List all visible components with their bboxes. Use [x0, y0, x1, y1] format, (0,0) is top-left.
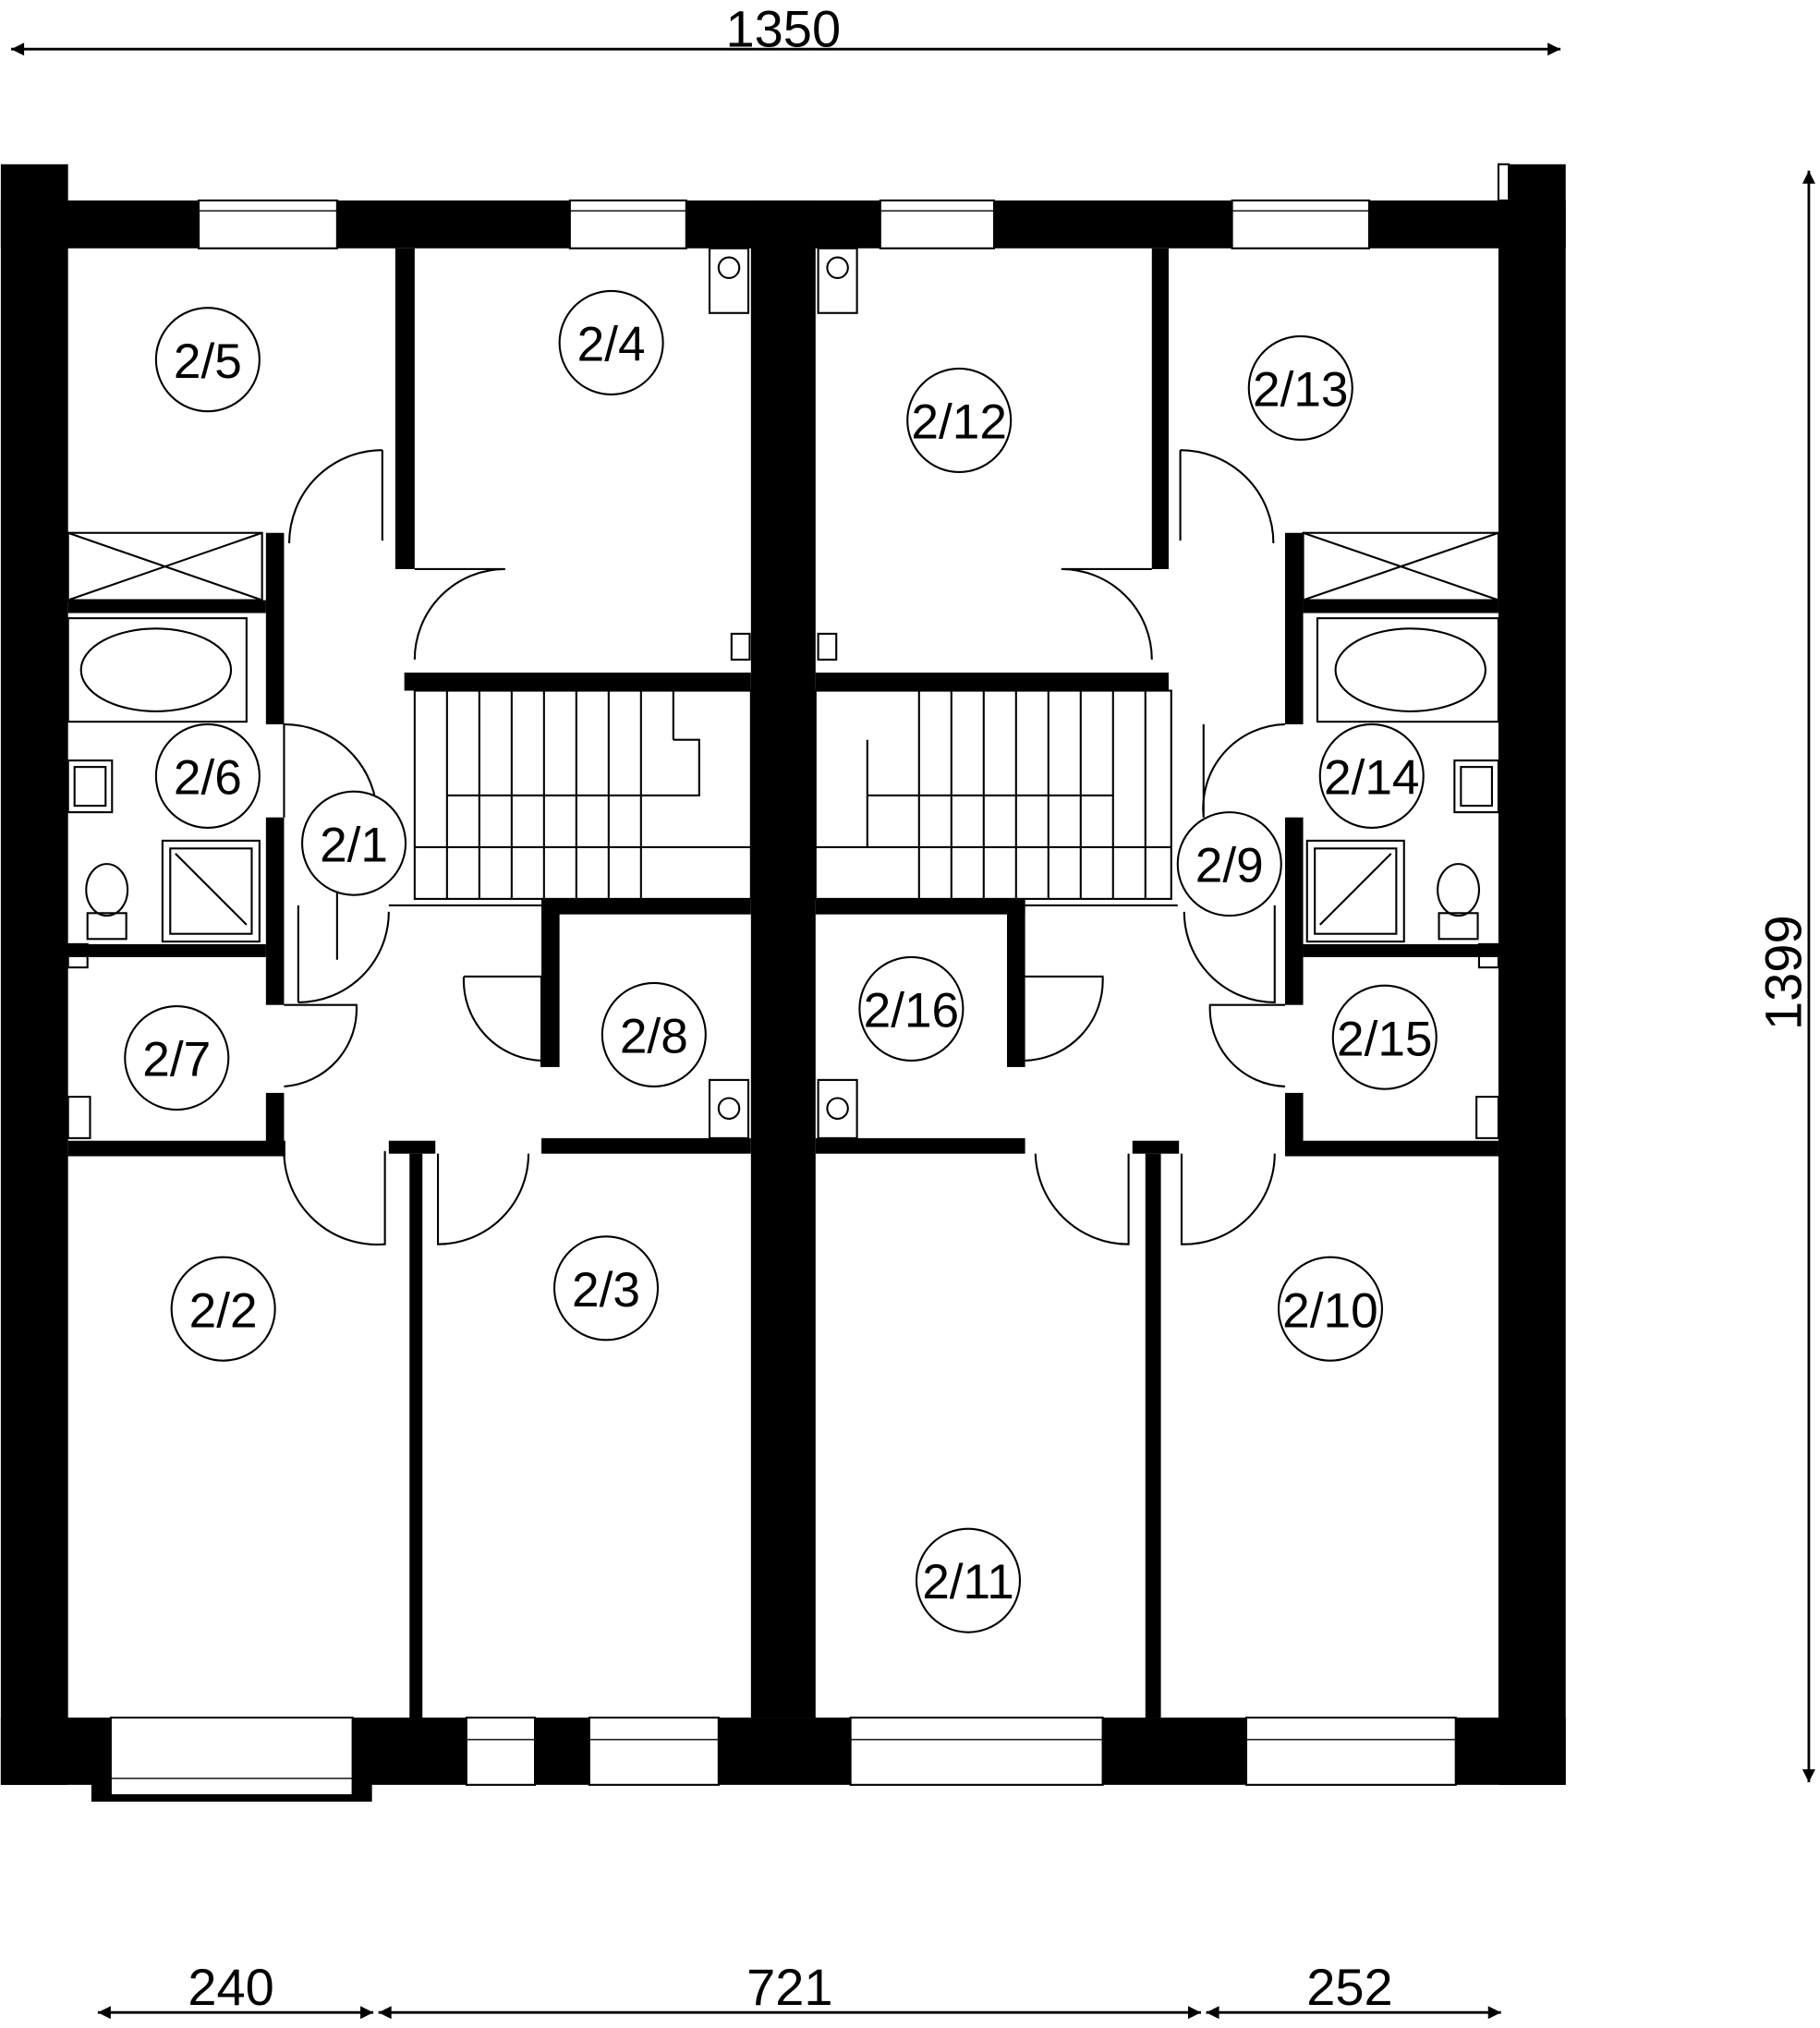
room-circle	[154, 723, 261, 829]
room-number: 2/15	[1337, 1012, 1433, 1066]
room-circle	[154, 307, 261, 413]
doors	[283, 449, 1285, 1246]
room-labels: 2/1 2/2 2/3 2/4 2/5 2/6 2/7 2/8 2/9 2/10 2/11 2/12 2…	[124, 289, 1438, 1633]
room-number: 2/14	[1324, 751, 1420, 806]
dimension-left-label: 240	[188, 1958, 273, 2016]
dimension-height-label: 1399	[1754, 915, 1813, 1030]
dimension-top: 1350	[11, 0, 1561, 57]
room-circle	[1318, 723, 1425, 829]
staircase-left	[388, 689, 752, 906]
room-number: 2/1	[320, 818, 388, 872]
room-circle	[601, 981, 707, 1087]
room-circle	[1247, 334, 1353, 442]
room-marker: 2/7	[124, 1005, 230, 1111]
room-number: 2/9	[1195, 839, 1264, 893]
room-circle	[558, 289, 664, 396]
room-circle	[1331, 984, 1438, 1090]
room-marker: 2/3	[552, 1235, 660, 1342]
bathroom-fixtures-right	[817, 247, 1499, 1139]
room-marker: 2/1	[301, 790, 407, 896]
room-circle	[170, 1256, 276, 1362]
room-circle	[906, 367, 1013, 474]
room-number: 2/6	[174, 751, 242, 806]
dimension-right-label: 252	[1306, 1958, 1392, 2016]
room-marker: 2/2	[170, 1256, 276, 1362]
room-circle	[552, 1235, 660, 1342]
room-marker: 2/13	[1247, 334, 1353, 442]
room-marker: 2/9	[1176, 811, 1282, 917]
room-circle	[1176, 811, 1282, 917]
room-number: 2/13	[1253, 363, 1349, 418]
room-number: 2/8	[620, 1009, 688, 1063]
room-marker: 2/10	[1277, 1256, 1384, 1362]
room-circle	[1277, 1256, 1384, 1362]
dimension-right: 1399	[1754, 170, 1815, 1783]
room-marker: 2/8	[601, 981, 707, 1087]
room-marker: 2/11	[915, 1527, 1022, 1633]
bathroom-fixtures-left	[67, 247, 751, 1139]
room-circle	[301, 790, 407, 896]
room-number: 2/2	[189, 1283, 258, 1338]
room-number: 2/7	[142, 1033, 211, 1087]
room-marker: 2/4	[558, 289, 664, 396]
room-number: 2/11	[922, 1555, 1014, 1609]
room-circle	[915, 1527, 1022, 1633]
dimension-middle-label: 721	[746, 1958, 832, 2016]
room-number: 2/16	[864, 983, 960, 1038]
room-marker: 2/14	[1318, 723, 1425, 829]
room-marker: 2/16	[858, 955, 965, 1062]
room-number: 2/10	[1282, 1283, 1378, 1338]
room-circle	[858, 955, 965, 1062]
room-number: 2/3	[572, 1263, 640, 1318]
room-circle	[124, 1005, 230, 1111]
room-marker: 2/6	[154, 723, 261, 829]
room-number: 2/5	[174, 334, 242, 389]
dimension-width-label: 1350	[726, 0, 842, 57]
room-marker: 2/15	[1331, 984, 1438, 1090]
room-number: 2/4	[577, 318, 646, 372]
dimension-bottom: 240 721 252	[97, 1958, 1501, 2020]
staircase-right	[814, 689, 1178, 906]
windows	[109, 163, 1511, 1797]
room-marker: 2/5	[154, 307, 261, 413]
room-marker: 2/12	[906, 367, 1013, 474]
room-number: 2/12	[911, 395, 1007, 450]
